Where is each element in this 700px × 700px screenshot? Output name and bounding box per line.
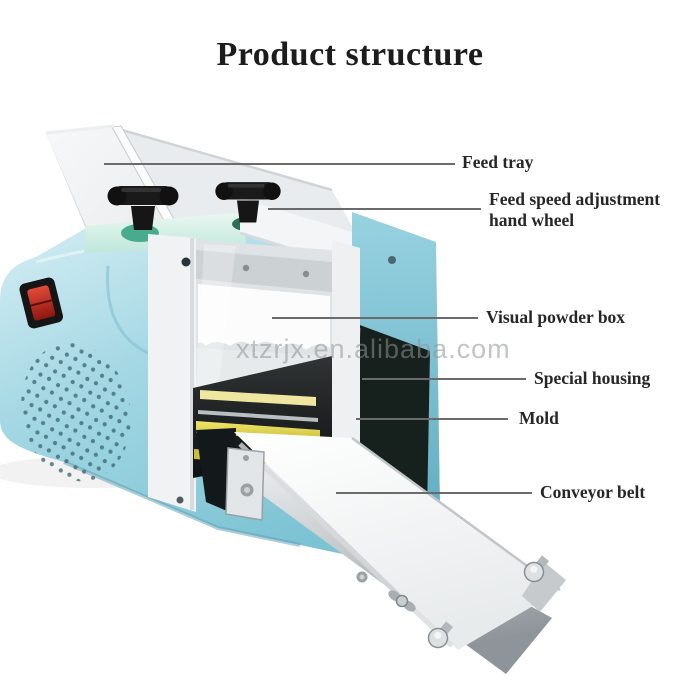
callout-line-mold bbox=[356, 418, 508, 420]
label-conveyor-belt: Conveyor belt bbox=[540, 482, 646, 502]
callout-line-feed-tray bbox=[104, 163, 455, 165]
motor-housing bbox=[18, 257, 191, 504]
conveyor-end-bolt-2 bbox=[427, 621, 454, 649]
callout-line-conveyor-belt bbox=[336, 492, 532, 494]
visual-powder-box-part bbox=[196, 240, 332, 398]
tension-wing-nut[interactable] bbox=[386, 587, 419, 614]
conveyor-end-cap bbox=[522, 562, 566, 612]
label-feed-tray: Feed tray bbox=[462, 152, 534, 172]
roller-frame-left-plate bbox=[148, 234, 196, 512]
page-title: Product structure bbox=[216, 36, 484, 73]
conveyor-belt-part bbox=[225, 432, 566, 674]
callout-line-feed-speed bbox=[268, 208, 481, 210]
label-special-housing: Special housing bbox=[534, 368, 651, 388]
feed-speed-hand-wheel-left[interactable] bbox=[107, 186, 179, 230]
feed-speed-hand-wheel-right[interactable] bbox=[215, 182, 281, 223]
power-switch[interactable] bbox=[18, 276, 64, 329]
callout-line-special-housing bbox=[362, 378, 526, 380]
callout-line-powder-box bbox=[272, 317, 478, 319]
label-visual-powder-box: Visual powder box bbox=[486, 307, 626, 327]
label-feed-speed-hand-wheel: Feed speed adjustment hand wheel bbox=[489, 189, 661, 230]
label-mold: Mold bbox=[519, 408, 559, 428]
vent-holes bbox=[21, 342, 131, 482]
conveyor-end-bolt bbox=[523, 555, 550, 583]
